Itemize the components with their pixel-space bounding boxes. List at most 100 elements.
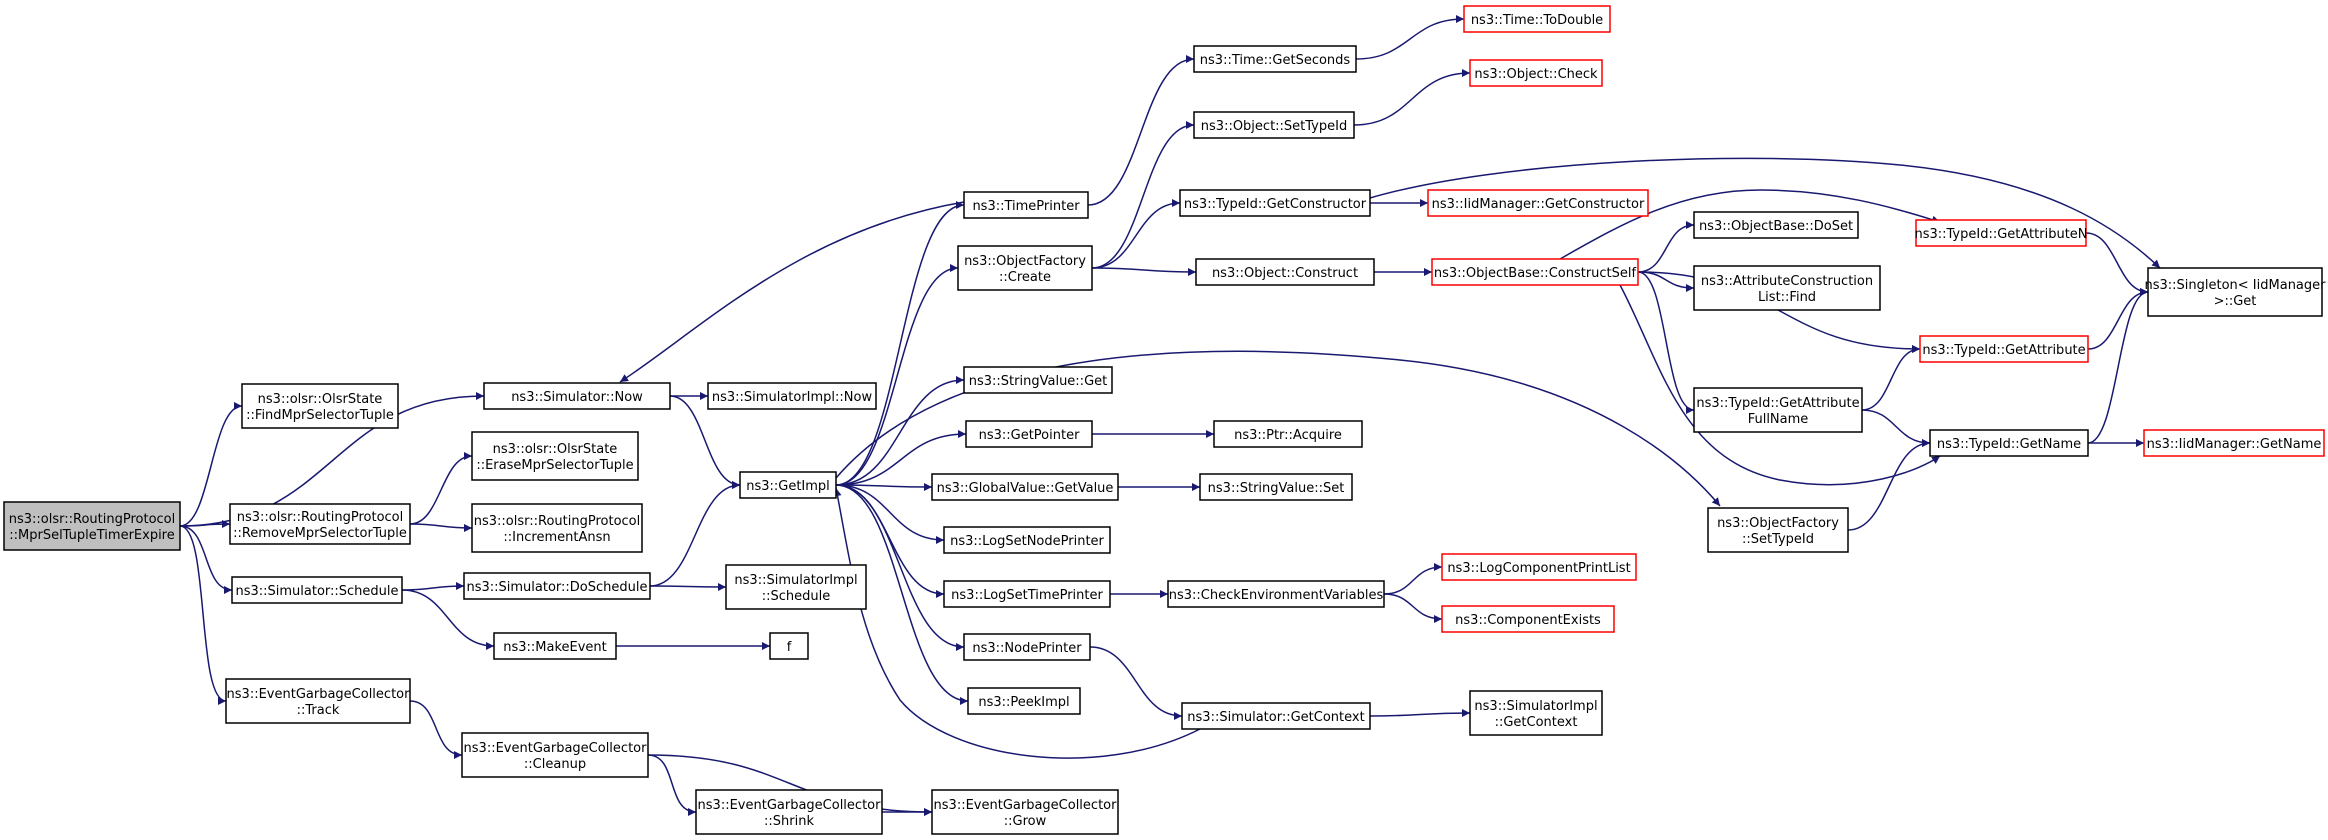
node-dosched[interactable]: ns3::Simulator::DoSchedule <box>463 572 651 600</box>
call-edge-tidgetctor-singleton <box>1369 157 2161 269</box>
node-label: ::MprSelTupleTimerExpire <box>9 528 175 543</box>
node-egcgrow[interactable]: ns3::EventGarbageCollector::Grow <box>931 789 1119 835</box>
node-getpointer[interactable]: ns3::GetPointer <box>965 420 1093 448</box>
call-edge-simnow-getimpl <box>669 395 741 489</box>
node-label: ns3::StringValue::Get <box>969 374 1107 389</box>
node-label: ns3::Simulator::DoSchedule <box>466 580 647 595</box>
node-box <box>483 382 671 410</box>
node-ptracquire[interactable]: ns3::Ptr::Acquire <box>1213 420 1363 448</box>
node-strvalset[interactable]: ns3::StringValue::Set <box>1199 473 1353 501</box>
call-edge-tidgetattrfull-tidgetname <box>1861 409 1931 447</box>
node-simgetctx[interactable]: ns3::Simulator::GetContext <box>1181 702 1371 730</box>
node-box <box>931 473 1119 501</box>
node-iidgetctor[interactable]: ns3::IidManager::GetConstructor <box>1427 189 1649 217</box>
node-nodeprinter[interactable]: ns3::NodePrinter <box>963 633 1091 661</box>
node-box <box>725 564 867 610</box>
node-box <box>943 580 1111 608</box>
node-singleton[interactable]: ns3::Singleton< IidManager>::Get <box>2144 267 2326 317</box>
node-logsetnode[interactable]: ns3::LogSetNodePrinter <box>943 526 1111 554</box>
node-simimplnow[interactable]: ns3::SimulatorImpl::Now <box>707 382 877 410</box>
node-peekimpl[interactable]: ns3::PeekImpl <box>967 687 1081 715</box>
node-timegetsec[interactable]: ns3::Time::GetSeconds <box>1193 45 1357 73</box>
node-objsettypeid[interactable]: ns3::Object::SetTypeId <box>1193 111 1355 139</box>
node-simimplctx[interactable]: ns3::SimulatorImpl::GetContext <box>1469 690 1603 736</box>
node-label: ns3::Simulator::GetContext <box>1187 710 1364 725</box>
node-box <box>1167 580 1385 608</box>
node-label: ns3::TypeId::GetName <box>1937 437 2081 452</box>
node-label: ns3::PeekImpl <box>978 695 1069 710</box>
call-edge-nodeprinter-simgetctx <box>1089 646 1183 720</box>
node-label: ns3::olsr::RoutingProtocol <box>474 514 641 529</box>
call-edge-root-simsched <box>179 525 233 594</box>
call-edge-timegetsec-timetodouble <box>1355 15 1465 60</box>
node-simsched[interactable]: ns3::Simulator::Schedule <box>231 576 403 604</box>
node-tidgetctor[interactable]: ns3::TypeId::GetConstructor <box>1179 189 1371 217</box>
node-label: ns3::olsr::RoutingProtocol <box>237 510 404 525</box>
call-edge-objbasector-objbasedoset <box>1637 221 1695 273</box>
node-iidgetname[interactable]: ns3::IidManager::GetName <box>2143 429 2325 457</box>
node-box <box>963 366 1113 394</box>
node-compexists[interactable]: ns3::ComponentExists <box>1441 605 1615 633</box>
node-objconstruct[interactable]: ns3::Object::Construct <box>1195 258 1375 286</box>
node-simimplsched[interactable]: ns3::SimulatorImpl::Schedule <box>725 564 867 610</box>
node-strvalget[interactable]: ns3::StringValue::Get <box>963 366 1113 394</box>
node-root[interactable]: ns3::olsr::RoutingProtocol::MprSelTupleT… <box>3 501 181 551</box>
node-checkenv[interactable]: ns3::CheckEnvironmentVariables <box>1167 580 1385 608</box>
node-box <box>957 245 1093 291</box>
node-f[interactable]: f <box>769 632 809 660</box>
node-egccleanup[interactable]: ns3::EventGarbageCollector::Cleanup <box>461 732 649 778</box>
node-label: ::Cleanup <box>524 757 586 772</box>
node-objfcreate[interactable]: ns3::ObjectFactory::Create <box>957 245 1093 291</box>
node-label: ns3::olsr::OlsrState <box>493 442 618 457</box>
node-tidgetname[interactable]: ns3::TypeId::GetName <box>1929 429 2089 457</box>
node-getimpl[interactable]: ns3::GetImpl <box>739 471 837 499</box>
node-objbasedoset[interactable]: ns3::ObjectBase::DoSet <box>1693 211 1859 239</box>
node-egctrack[interactable]: ns3::EventGarbageCollector::Track <box>225 678 411 724</box>
node-objbasector[interactable]: ns3::ObjectBase::ConstructSelf <box>1431 258 1639 286</box>
call-edge-getimpl-getpointer <box>835 430 967 486</box>
node-logsettime[interactable]: ns3::LogSetTimePrinter <box>943 580 1111 608</box>
node-box <box>461 732 649 778</box>
node-removempr[interactable]: ns3::olsr::RoutingProtocol::RemoveMprSel… <box>229 503 411 545</box>
node-findmpr[interactable]: ns3::olsr::OlsrState::FindMprSelectorTup… <box>241 383 399 429</box>
call-edge-objsettypeid-objcheck <box>1353 69 1471 126</box>
node-box <box>1181 702 1371 730</box>
node-simnow[interactable]: ns3::Simulator::Now <box>483 382 671 410</box>
call-edge-objfcreate-objsettypeid <box>1091 121 1195 269</box>
node-objfsettypeid[interactable]: ns3::ObjectFactory::SetTypeId <box>1707 507 1849 553</box>
node-label: ns3::ObjectFactory <box>1717 516 1839 531</box>
node-label: ::Schedule <box>762 589 831 604</box>
node-label: FullName <box>1748 412 1809 427</box>
node-label: ns3::TypeId::GetConstructor <box>1184 197 1367 212</box>
node-label: ns3::Singleton< IidManager <box>2144 278 2326 293</box>
node-box <box>707 382 877 410</box>
node-box <box>965 420 1093 448</box>
call-edge-tidgetattrn-singleton <box>2085 232 2149 296</box>
node-gvgetvalue[interactable]: ns3::GlobalValue::GetValue <box>931 473 1119 501</box>
node-label: ns3::SimulatorImpl::Now <box>712 390 873 405</box>
node-box <box>1431 258 1639 286</box>
node-tidgetattrn[interactable]: ns3::TypeId::GetAttributeN <box>1914 219 2088 247</box>
call-edge-getimpl-objfsettypeid <box>835 350 1721 507</box>
node-label: ns3::GlobalValue::GetValue <box>937 481 1114 496</box>
node-box <box>1427 189 1649 217</box>
node-label: ns3::TypeId::GetAttribute <box>1922 343 2085 358</box>
node-timetodouble[interactable]: ns3::Time::ToDouble <box>1463 5 1611 33</box>
node-label: ns3::Ptr::Acquire <box>1234 428 1342 443</box>
node-objcheck[interactable]: ns3::Object::Check <box>1469 59 1603 87</box>
node-tidgetattr[interactable]: ns3::TypeId::GetAttribute <box>1919 335 2089 363</box>
call-edge-checkenv-compexists <box>1383 593 1443 623</box>
node-incansn[interactable]: ns3::olsr::RoutingProtocol::IncrementAns… <box>471 503 643 553</box>
node-timeprinter[interactable]: ns3::TimePrinter <box>963 191 1089 219</box>
node-logcompprint[interactable]: ns3::LogComponentPrintList <box>1441 553 1637 581</box>
node-egcshrink[interactable]: ns3::EventGarbageCollector::Shrink <box>695 789 883 835</box>
node-makeevent[interactable]: ns3::MakeEvent <box>493 632 617 660</box>
call-edge-objbasector-attrconstr <box>1637 271 1695 292</box>
node-label: ns3::Object::Check <box>1474 67 1598 82</box>
call-edge-removempr-erasempr <box>409 452 473 525</box>
node-label: ns3::SimulatorImpl <box>734 573 857 588</box>
node-erasempr[interactable]: ns3::olsr::OlsrState::EraseMprSelectorTu… <box>471 431 639 481</box>
node-box <box>493 632 617 660</box>
